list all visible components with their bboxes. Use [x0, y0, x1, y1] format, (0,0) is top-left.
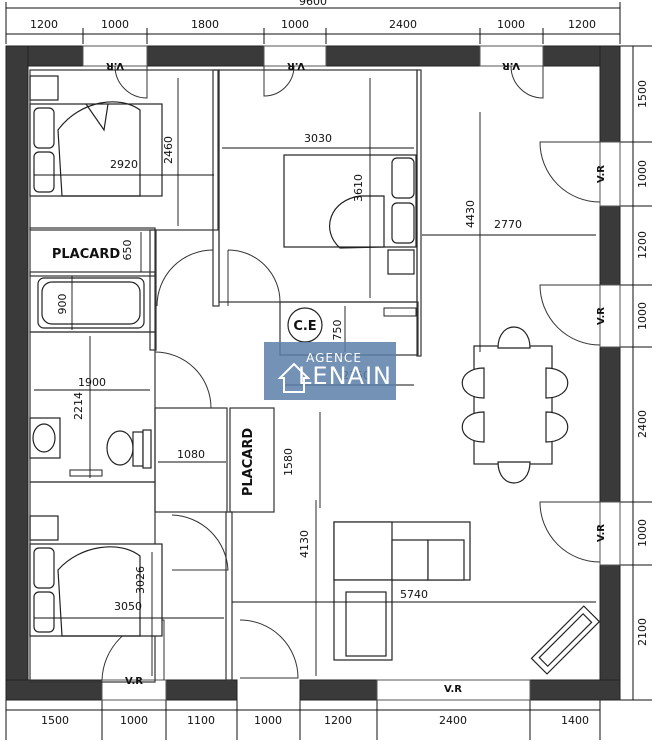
dim-bed2-width: 3030: [304, 132, 332, 145]
window-label-1: V.R: [106, 60, 124, 71]
dim-bath-width: 900: [56, 294, 69, 315]
dim-right-5: 2400: [636, 410, 649, 438]
dim-wc-height: 2214: [72, 392, 85, 420]
dining-chairs: [461, 326, 569, 484]
dim-top-3: 1800: [191, 18, 219, 31]
dim-right-3: 1200: [636, 231, 649, 259]
right-dimensions: [620, 45, 652, 701]
dim-bottom-1: 1500: [41, 714, 69, 727]
watermark-name: LENAIN: [298, 362, 392, 390]
window-label-5: V.R: [596, 307, 607, 325]
dim-total-width: 9600: [299, 0, 327, 8]
dim-living-height: 4430: [464, 200, 477, 228]
dim-bed3-height: 3026: [134, 566, 147, 594]
dim-right-1: 1500: [636, 80, 649, 108]
dim-hall-width: 1080: [177, 448, 205, 461]
bottom-dimensions: [5, 700, 601, 740]
bed-3: [29, 515, 163, 637]
outer-walls: [5, 45, 621, 701]
dim-living-length: 5740: [400, 588, 428, 601]
bathtub: [37, 277, 145, 329]
bed-1: [29, 75, 163, 197]
towel-rail: [69, 469, 103, 477]
dim-top-2: 1000: [101, 18, 129, 31]
dim-bed2-height: 3610: [352, 174, 365, 202]
dining-table: [473, 345, 553, 465]
dim-bottom-2: 1000: [120, 714, 148, 727]
dim-top-7: 1200: [568, 18, 596, 31]
dim-bottom-4: 1000: [254, 714, 282, 727]
window-label-3: V.R: [502, 60, 520, 71]
agency-watermark: AGENCE LENAIN: [264, 342, 396, 400]
watermark-title: AGENCE: [306, 351, 362, 365]
window-label-6: V.R: [596, 524, 607, 542]
dim-bed3-width: 3050: [114, 600, 142, 613]
window-openings: [82, 45, 621, 701]
dim-right-7: 2100: [636, 618, 649, 646]
placard-label-1: PLACARD: [52, 247, 120, 262]
house-logo-icon: [277, 362, 311, 393]
dim-living-width: 2770: [494, 218, 522, 231]
dim-top-4: 1000: [281, 18, 309, 31]
bed-2: [283, 154, 417, 275]
interior-dim-lines: [34, 78, 596, 676]
window-label-4: V.R: [596, 165, 607, 183]
dim-right-2: 1000: [636, 160, 649, 188]
dim-placard-depth: 650: [121, 240, 134, 261]
sink: [29, 417, 61, 459]
ce-label: C.E: [293, 319, 316, 334]
window-label-2: V.R: [287, 60, 305, 71]
placard-label-2: PLACARD: [241, 428, 256, 496]
dim-bottom-6: 2400: [439, 714, 467, 727]
dim-bottom-7: 1400: [561, 714, 589, 727]
sofa: [333, 521, 471, 661]
dim-top-6: 1000: [497, 18, 525, 31]
toilet: [106, 429, 152, 469]
dim-wc-width: 1900: [78, 376, 106, 389]
window-label-8: V.R: [444, 684, 462, 695]
water-heater: C.E: [287, 307, 323, 343]
dim-bed1-height: 2460: [162, 136, 175, 164]
dim-bed1-width: 2920: [110, 158, 138, 171]
dim-ce-size: 750: [331, 320, 344, 341]
top-dimensions: [5, 2, 621, 44]
dim-top-5: 2400: [389, 18, 417, 31]
dim-bottom-5: 1200: [324, 714, 352, 727]
electric-panel: [383, 307, 417, 317]
tv-unit: [530, 605, 601, 675]
window-label-7: V.R: [125, 676, 143, 687]
dim-right-6: 1000: [636, 519, 649, 547]
dim-living-height-2: 4130: [298, 530, 311, 558]
dim-right-4: 1000: [636, 302, 649, 330]
dim-bottom-3: 1100: [187, 714, 215, 727]
dim-top-1: 1200: [30, 18, 58, 31]
dim-hall-height: 1580: [282, 448, 295, 476]
